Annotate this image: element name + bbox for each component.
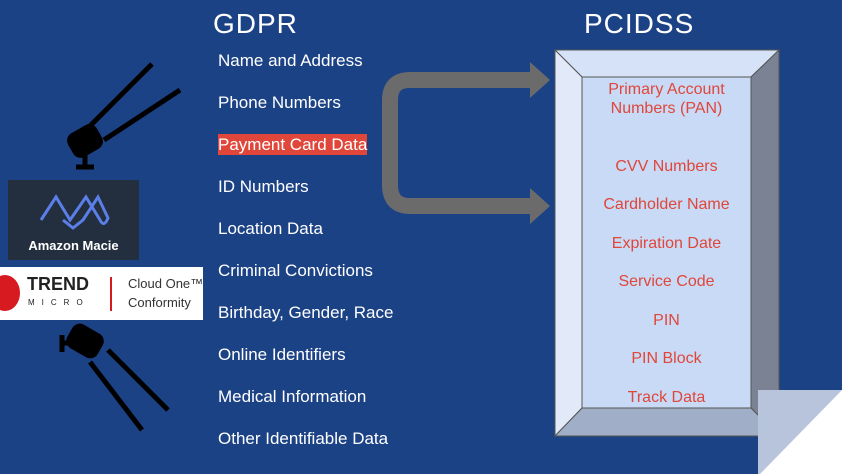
pci-item: PIN	[653, 312, 680, 329]
gdpr-item-highlighted: Payment Card Data	[218, 134, 368, 155]
pci-item: Track Data	[627, 389, 706, 406]
trend-ball-icon	[0, 275, 20, 311]
spotlight-top-icon	[67, 62, 182, 170]
page-fold	[758, 390, 842, 474]
macie-label: Amazon Macie	[28, 238, 119, 253]
macie-icon	[39, 193, 110, 230]
pci-item: PIN Block	[631, 350, 702, 367]
pci-item: Cardholder Name	[603, 196, 730, 213]
trend-micro-logo: TREND MICRO Cloud One™ Conformity	[0, 267, 203, 320]
trend-product: Conformity	[128, 295, 191, 310]
pci-item: Service Code	[618, 273, 715, 290]
amazon-macie-logo: Amazon Macie	[8, 180, 139, 260]
trend-sub: MICRO	[28, 298, 90, 307]
gdpr-item: Medical Information	[218, 387, 367, 406]
trend-product: Cloud One™	[128, 276, 204, 291]
gdpr-item: Online Identifiers	[218, 345, 346, 364]
gdpr-item: Location Data	[218, 219, 323, 238]
flow-arrows	[382, 62, 550, 224]
gdpr-item: Other Identifiable Data	[218, 429, 389, 448]
gdpr-item: Criminal Convictions	[218, 261, 373, 280]
pci-item: Primary Account Numbers (PAN)	[608, 81, 725, 117]
gdpr-item: ID Numbers	[218, 177, 309, 196]
pci-item: Expiration Date	[611, 235, 722, 252]
gdpr-item: Phone Numbers	[218, 93, 341, 112]
gdpr-item: Name and Address	[218, 51, 363, 70]
trend-divider	[110, 277, 112, 311]
pci-item: CVV Numbers	[615, 158, 718, 175]
gdpr-item: Birthday, Gender, Race	[218, 303, 394, 322]
bevel-box	[553, 48, 781, 438]
spotlight-bottom-icon	[59, 323, 170, 432]
gdpr-title: GDPR	[213, 8, 298, 39]
trend-brand: TREND	[27, 274, 89, 294]
pcidss-title: PCIDSS	[584, 8, 695, 39]
